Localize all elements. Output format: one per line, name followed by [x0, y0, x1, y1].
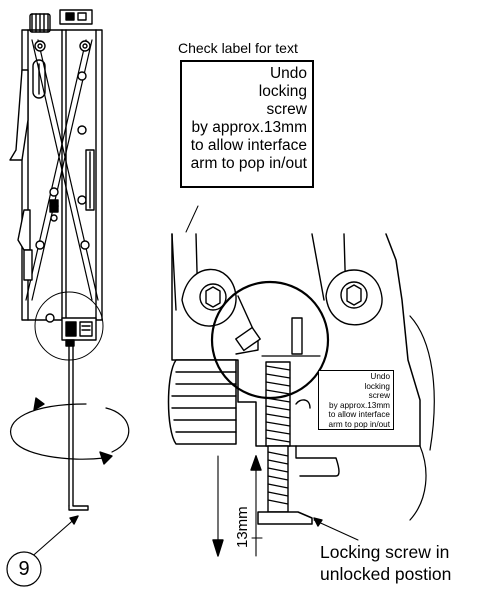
label-line-5: to allow interface [190, 137, 307, 154]
note-line-2: unlocked postion [320, 564, 452, 584]
note-line-1: Locking screw in [320, 542, 450, 562]
label-line-2: locking [258, 83, 307, 100]
label-line-1: Undo [269, 65, 307, 82]
callout-number: 9 [18, 558, 30, 580]
arm-side-view [9, 9, 104, 511]
label-detail-line-4: by approx.13mm [329, 400, 390, 410]
rotation-arrow [10, 397, 130, 465]
label-line-4: by approx.13mm [191, 119, 307, 136]
label-detail-line-6: arm to pop in/out [328, 419, 390, 429]
dimension-label: 13mm [234, 506, 251, 548]
label-detail-line-5: to allow interface [328, 410, 390, 419]
header-caption: Check label for text [178, 40, 298, 56]
callout-leader [6, 515, 79, 587]
label-detail-line-3: screw [368, 391, 390, 400]
instruction-label: Undo locking screw by approx.13mm to all… [180, 60, 314, 188]
instruction-label-detail: Undo locking screw by approx.13mm to all… [318, 370, 394, 430]
label-line-3: screw [266, 101, 307, 118]
label-line-6: arm to pop in/out [190, 155, 307, 172]
label-detail-line-2: locking [364, 381, 391, 391]
detail-view [167, 205, 435, 557]
label-detail-line-1: Undo [370, 372, 390, 381]
